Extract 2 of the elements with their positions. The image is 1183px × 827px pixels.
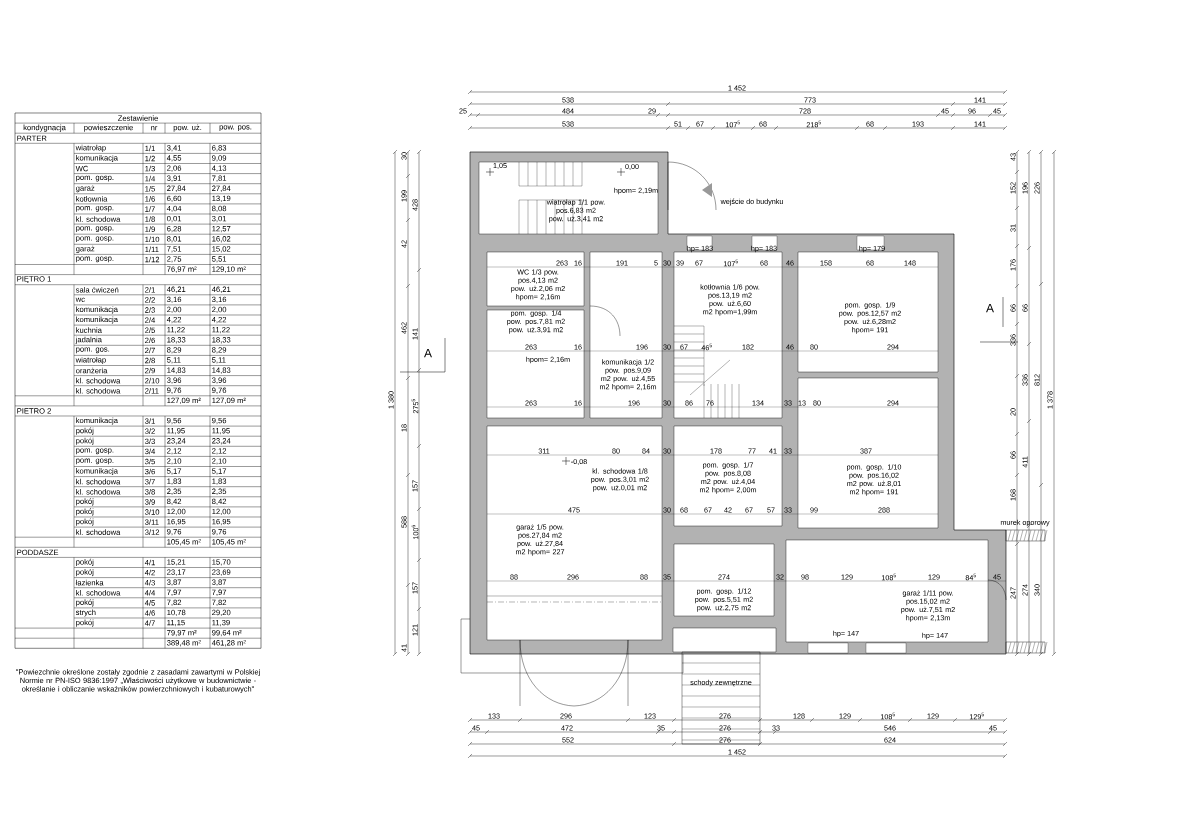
section-marker: A: [986, 303, 994, 313]
section-marker: A: [424, 348, 432, 358]
